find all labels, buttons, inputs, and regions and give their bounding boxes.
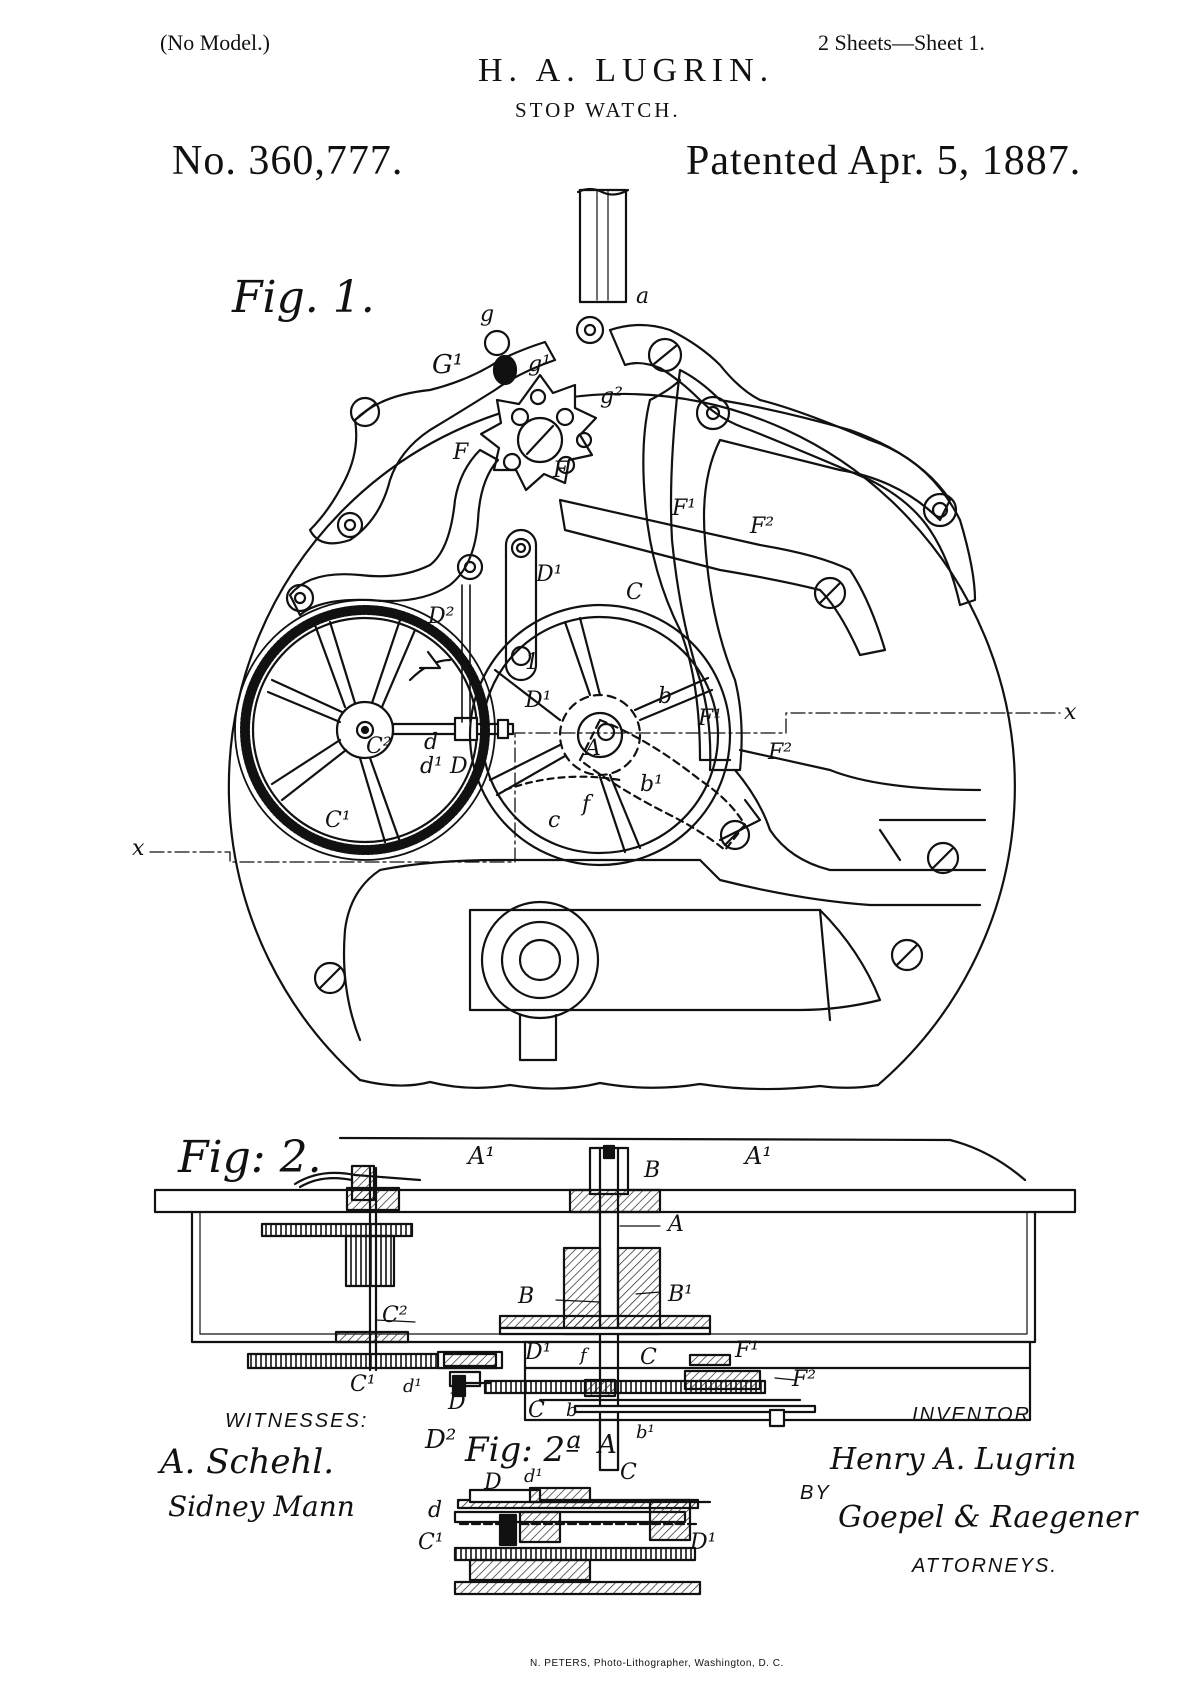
fig2-label: Fig: 2.	[178, 1132, 322, 1183]
fig2-label-A1-right: A¹	[745, 1142, 772, 1170]
fig1-label-c: c	[548, 808, 561, 833]
fig2a-label-C1: C¹	[418, 1530, 444, 1555]
by-label: BY	[800, 1482, 831, 1504]
fig1-label-D2: D²	[428, 604, 455, 629]
fig1-lever-b1	[578, 718, 747, 852]
witness-signature-2: Sidney Mann	[168, 1490, 355, 1523]
fig1-label-F1-b: F¹	[698, 706, 723, 731]
fig1-label-D1: D¹	[536, 562, 563, 587]
fig1-left-spring	[288, 448, 500, 617]
fig2-label-C: C	[640, 1345, 657, 1370]
fig1-label-d: d	[424, 730, 439, 755]
fig1-pendant-stem	[578, 188, 628, 304]
fig2-label-C2: C²	[382, 1303, 408, 1328]
fig1-barrel	[480, 900, 600, 1020]
fig1-label-D1-b: D¹	[525, 688, 552, 713]
fig2-label-D: D	[448, 1390, 466, 1415]
patent-number: No. 360,777.	[172, 138, 404, 184]
fig2a-label-C: C	[620, 1460, 637, 1485]
fig1-label-d1: d¹	[420, 754, 443, 779]
fig2-label-b: b	[566, 1400, 578, 1421]
fig1-label: Fig. 1.	[232, 272, 375, 323]
fig2-label-C1: C¹	[350, 1372, 376, 1397]
fig2-label-b1: b¹	[636, 1422, 655, 1443]
fig2a-label: Fig: 2ª	[465, 1430, 582, 1470]
witnesses-label: WITNESSES:	[225, 1410, 369, 1432]
fig2-label-A-bottom: A	[598, 1430, 617, 1460]
inventor-signature: Henry A. Lugrin	[830, 1442, 1077, 1477]
fig2-label-F1: F¹	[735, 1338, 760, 1363]
fig2a-label-D1: D¹	[690, 1530, 717, 1555]
invention-title: STOP WATCH.	[515, 98, 681, 122]
lithographer-credit: N. PETERS, Photo-Lithographer, Washingto…	[530, 1658, 784, 1669]
attorneys-label: ATTORNEYS.	[912, 1555, 1058, 1577]
fig2-label-B-2: B	[518, 1284, 535, 1309]
fig1-label-F2-b: F²	[768, 740, 793, 765]
fig2-dial-A1	[338, 1136, 1027, 1182]
fig1-label-D: D	[450, 754, 468, 779]
fig1-label-F2: F²	[750, 514, 775, 539]
fig1-lever-D1	[504, 528, 538, 682]
fig2a-detail	[453, 1486, 712, 1596]
fig1-lever-G1	[308, 340, 557, 545]
fig1-label-F: F	[453, 440, 469, 465]
inventor-name-heading: H. A. LUGRIN.	[478, 52, 775, 89]
fig2-label-d1: d¹	[403, 1376, 422, 1397]
fig2-label-A1-left: A¹	[468, 1142, 495, 1170]
attorneys-signature: Goepel & Raegener	[838, 1500, 1138, 1535]
fig2-section	[153, 1136, 1077, 1472]
fig1-bar-F1	[558, 498, 887, 657]
fig2-label-A: A	[668, 1212, 684, 1237]
fig1-label-g: g	[480, 302, 495, 327]
fig1-label-a: a	[636, 284, 650, 309]
fig2-label-F2: F²	[792, 1367, 817, 1392]
fig1-label-F-b: F	[553, 458, 569, 483]
sheet-count: 2 Sheets—Sheet 1.	[818, 30, 985, 55]
fig2-pinion	[260, 1222, 414, 1238]
fig2a-label-d: d	[428, 1498, 443, 1523]
fig1-label-g2: g²	[600, 384, 623, 409]
fig2-label-f: f	[580, 1345, 587, 1366]
fig1-label-F1: F¹	[672, 496, 697, 521]
inventor-label: INVENTOR	[912, 1404, 1031, 1426]
fig1-section-line	[149, 712, 1061, 863]
fig1-label-C2: C²	[366, 734, 392, 759]
fig1-label-x-left: x	[132, 836, 145, 861]
fig2-label-B: B	[644, 1158, 661, 1183]
fig1-label-C: C	[626, 580, 643, 605]
fig1-arbor-d	[391, 722, 515, 736]
fig1-plate-outline	[227, 392, 1016, 1087]
fig1-movement	[149, 187, 1061, 1091]
fig1-label-A: A	[585, 736, 601, 761]
fig1-pin-g	[483, 329, 511, 357]
fig1-label-b1: b¹	[640, 772, 663, 797]
fig1-label-b: b	[658, 684, 673, 709]
fig2-label-D2: D²	[425, 1425, 457, 1455]
fig1-bridge	[342, 858, 982, 1042]
fig1-label-f: f	[582, 792, 591, 817]
fig1-broken-edge	[358, 1078, 880, 1091]
fig1-label-G1: G¹	[432, 350, 464, 380]
fig1-label-g1: g¹	[528, 352, 551, 377]
no-model-note: (No Model.)	[160, 30, 270, 55]
fig1-lever-F2	[669, 368, 952, 772]
fig2a-label-D: D	[484, 1470, 502, 1495]
fig1-label-x-right: x	[1064, 700, 1077, 725]
patent-date: Patented Apr. 5, 1887.	[686, 138, 1082, 184]
fig2-label-D1: D¹	[525, 1340, 552, 1365]
fig1-upper-lever	[608, 323, 977, 607]
fig1-wheel-C	[468, 603, 732, 867]
fig2-label-B1: B¹	[668, 1282, 693, 1307]
fig2-label-C-b: C	[528, 1398, 545, 1423]
fig1-label-C1: C¹	[325, 808, 351, 833]
fig2a-label-d1: d¹	[524, 1466, 543, 1487]
fig1-ratchet-wheel-F	[479, 373, 598, 492]
fig1-pin-g1	[492, 354, 518, 386]
fig1-label-1: 1	[525, 650, 539, 675]
witness-signature-1: A. Schehl.	[160, 1442, 335, 1482]
